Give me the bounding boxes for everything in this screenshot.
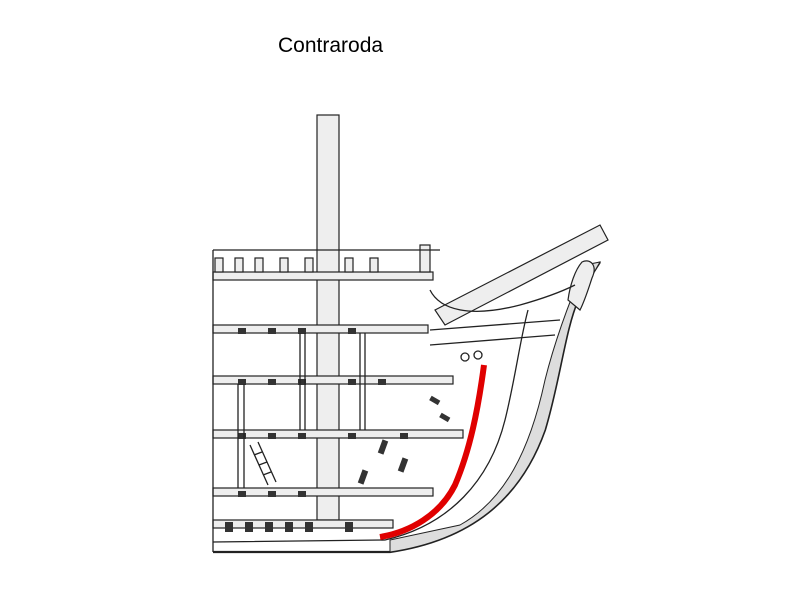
head-rails [429,284,576,312]
pillars [237,333,366,488]
foremast [316,114,340,521]
diagram-title: Contraroda [278,34,384,57]
hull-inner-stem [212,309,529,543]
head-rail-lower [429,319,561,331]
contraroda-highlight [379,364,487,540]
head-rail-lower-2 [429,334,556,346]
frame-timbers [357,395,451,485]
bowsprit [434,224,609,326]
deck-beams [225,328,408,532]
hawse-hole [460,352,470,362]
stem-fill [389,261,601,553]
ladder [249,441,277,486]
hawse-hole [473,350,483,360]
rail-balusters [214,244,431,273]
figurehead [567,260,595,311]
